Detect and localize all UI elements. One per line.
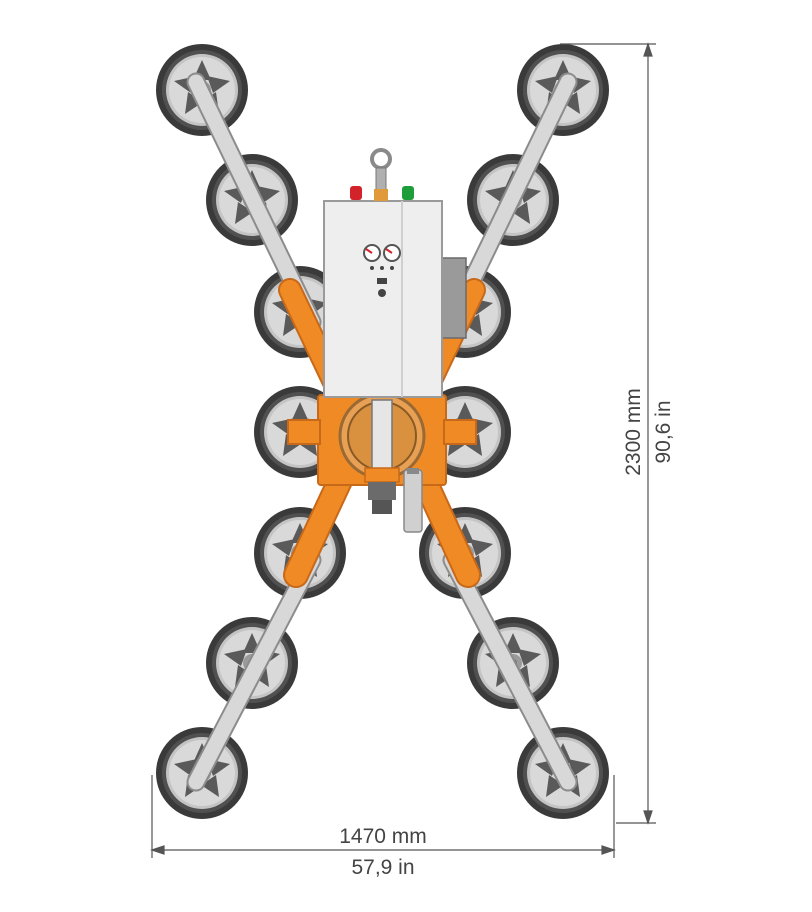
control-cabinet	[323, 200, 443, 398]
button-icon	[378, 289, 386, 297]
pressure-gauge	[363, 244, 381, 262]
width-in-label: 57,9 in	[351, 856, 414, 879]
valve-assembly	[368, 468, 423, 533]
width-mm-label: 1470 mm	[339, 825, 427, 848]
pressure-gauge	[383, 244, 401, 262]
dimension-lines	[150, 42, 656, 858]
green-signal-lamp	[402, 186, 414, 200]
height-in-label: 90,6 in	[652, 400, 675, 463]
extension-arms	[186, 72, 578, 792]
height-mm-label: 2300 mm	[622, 388, 645, 476]
switch-icon	[377, 278, 387, 284]
red-signal-lamp	[350, 186, 362, 200]
lifting-eye	[370, 148, 392, 201]
